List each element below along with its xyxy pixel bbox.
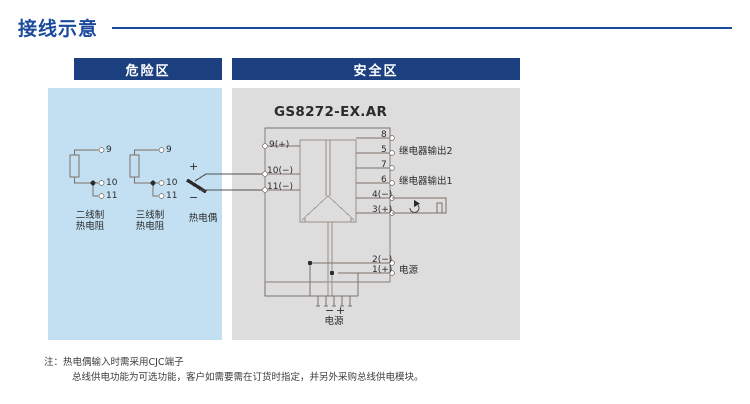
safe-zone-header-label: 安全区 <box>353 63 399 79</box>
device-label-terminal-2: 2(−) <box>372 255 393 265</box>
relay-output-1-label: 继电器输出1 <box>399 176 453 187</box>
device-model-name: GS8272-EX.AR <box>274 104 388 120</box>
thermocouple-plus-sign: + <box>189 160 199 173</box>
bus-power-plus-sign: + <box>336 304 346 317</box>
rtd3-label-terminal-9: 9 <box>166 145 172 155</box>
rtd3-name-line1: 三线制 <box>135 210 165 221</box>
device-label-terminal-11: 11(−) <box>267 182 294 192</box>
page-title-row: 接线示意 <box>18 12 732 42</box>
rtd2-label-terminal-10: 10 <box>106 178 118 188</box>
rtd3-label-terminal-11: 11 <box>166 191 178 201</box>
hazard-zone-panel <box>48 88 222 340</box>
page-title: 接线示意 <box>18 17 99 40</box>
device-label-terminal-7: 7 <box>381 160 387 170</box>
rtd2-label-terminal-11: 11 <box>106 191 118 201</box>
device-label-terminal-1: 1(+) <box>372 265 393 275</box>
footnote-line-1: 注：热电偶输入时需采用CJC端子 <box>44 357 184 368</box>
rtd2-name-line1: 二线制 <box>75 210 105 221</box>
relay-output-2-label: 继电器输出2 <box>399 146 453 157</box>
device-label-terminal-6: 6 <box>381 175 387 185</box>
rtd3-label-terminal-10: 10 <box>166 178 178 188</box>
thermocouple-minus-sign: − <box>189 191 199 204</box>
device-label-terminal-9: 9(+) <box>269 140 290 150</box>
rtd2-label-terminal-9: 9 <box>106 145 112 155</box>
device-label-terminal-3: 3(+) <box>372 205 393 215</box>
device-label-terminal-4: 4(−) <box>372 190 393 200</box>
device-label-terminal-5: 5 <box>381 145 387 155</box>
power-supply-label: 电源 <box>399 265 419 276</box>
title-divider-rule <box>112 27 732 29</box>
bus-power-minus-sign: − <box>325 304 335 317</box>
footnote-line-2: 总线供电功能为可选功能，客户如需要需在订货时指定，并另外采购总线供电模块。 <box>72 372 424 383</box>
hazard-zone-header: 危险区 <box>74 58 222 80</box>
safe-zone-header: 安全区 <box>232 58 520 80</box>
device-label-terminal-10: 10(−) <box>267 166 294 176</box>
thermocouple-name: 热电偶 <box>188 213 218 224</box>
bus-power-label: 电源 <box>324 316 344 327</box>
device-label-terminal-8: 8 <box>381 130 387 140</box>
hazard-zone-header-label: 危险区 <box>125 63 171 79</box>
footnote-block: 注：热电偶输入时需采用CJC端子 总线供电功能为可选功能，客户如需要需在订货时指… <box>44 355 424 385</box>
rtd3-name-line2: 热电阻 <box>135 221 165 232</box>
rtd2-name-line2: 热电阻 <box>75 221 105 232</box>
